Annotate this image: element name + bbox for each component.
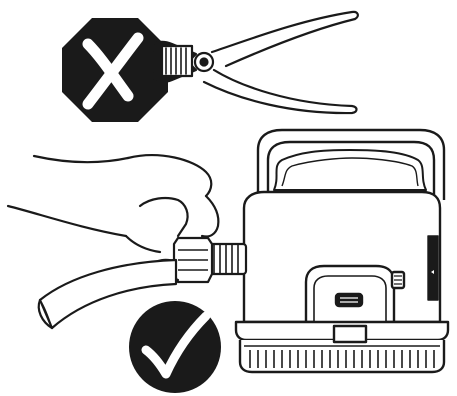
pliers-icon bbox=[148, 12, 358, 113]
pump-body bbox=[236, 130, 448, 372]
hose-adapter bbox=[174, 238, 246, 282]
